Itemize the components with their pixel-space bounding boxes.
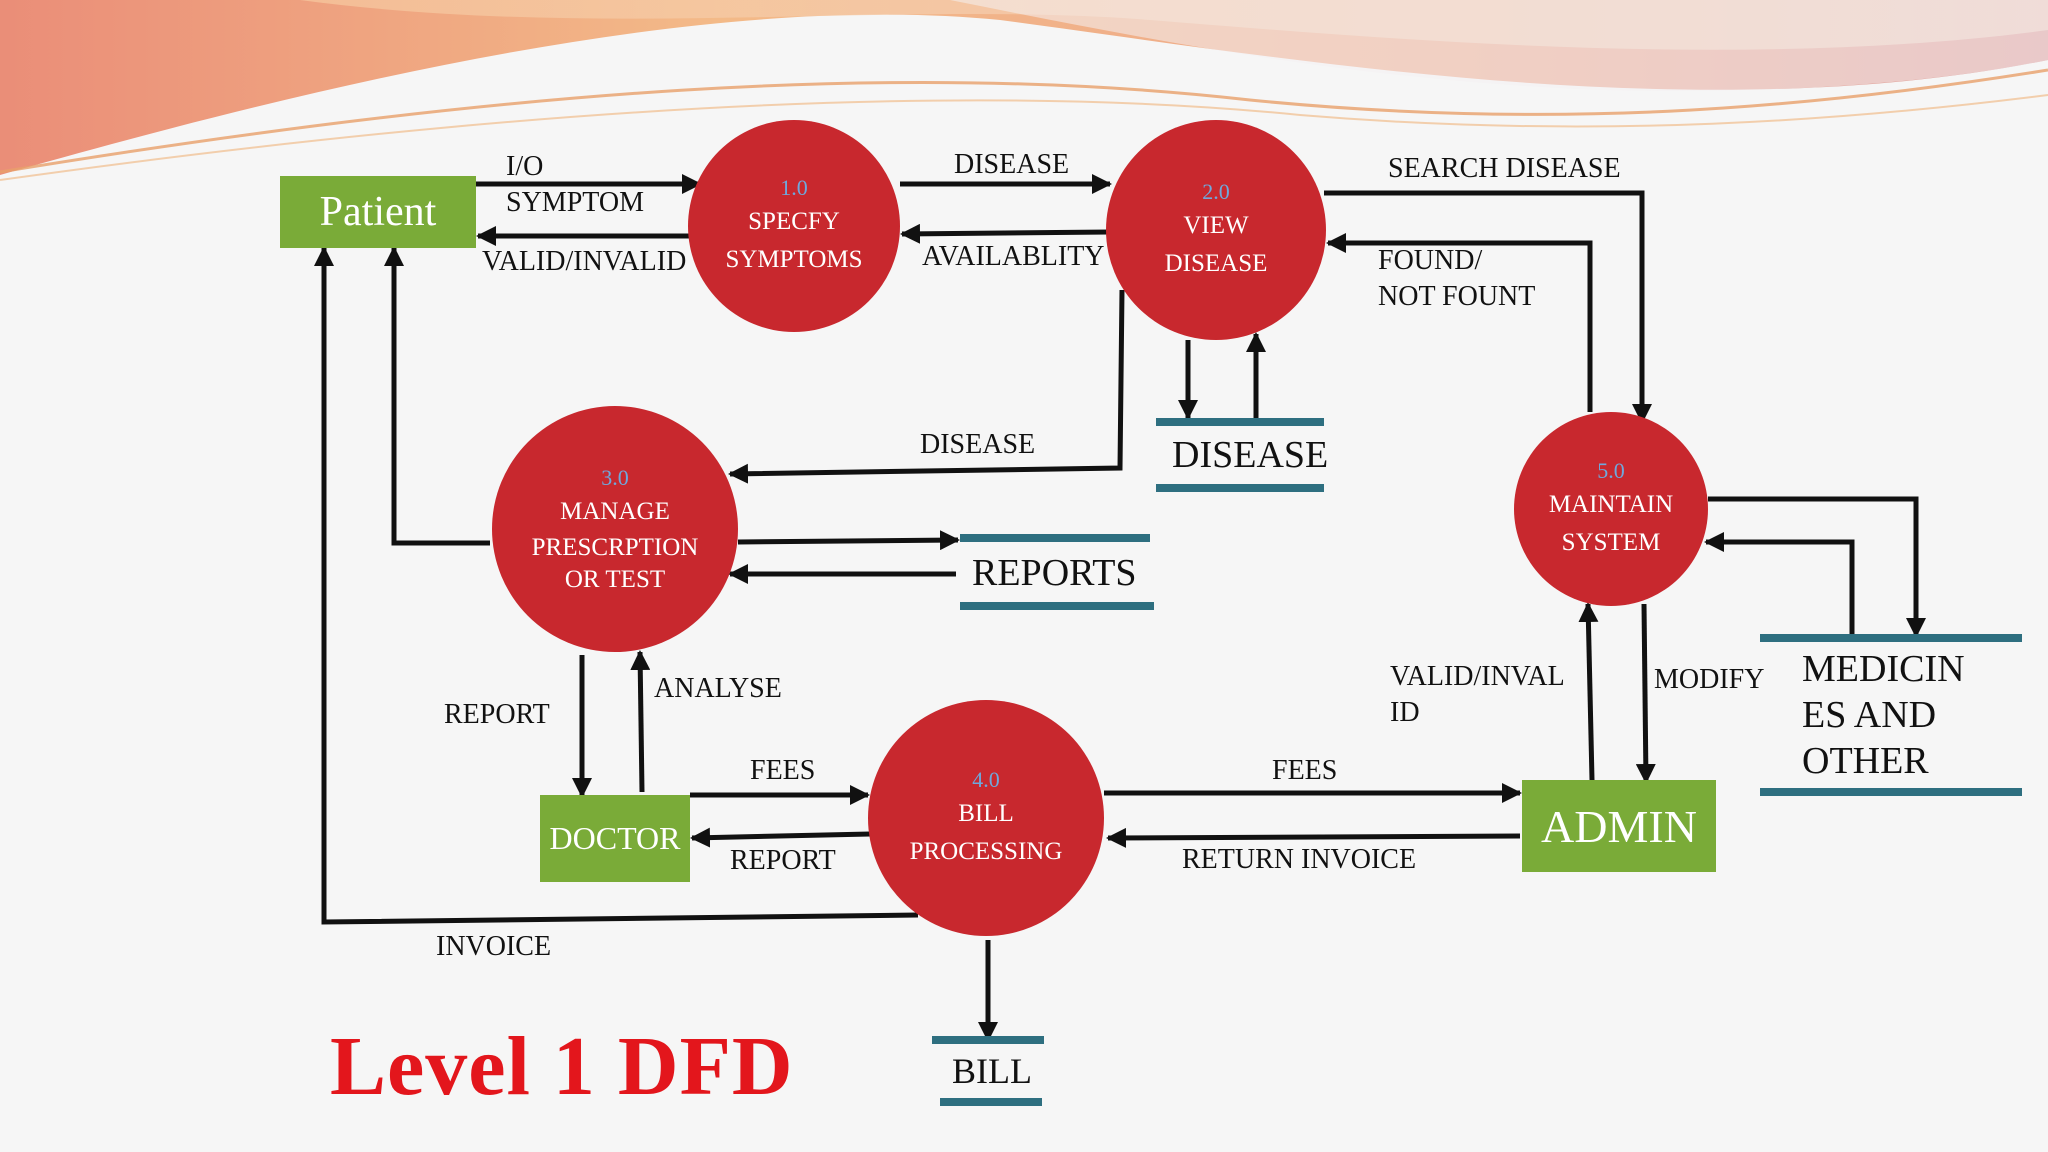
process-2-number: 2.0 [1202, 179, 1230, 204]
page-title: Level 1 DFD [330, 1020, 794, 1113]
flow-label-report-back: REPORT [730, 845, 836, 876]
flow-label-not-fount: NOT FOUNT [1378, 281, 1536, 312]
arrow-invoice [314, 246, 919, 925]
process-1-line-2: SYMPTOMS [725, 246, 863, 273]
store-bill-top-bar [932, 1036, 1044, 1044]
process-5-number: 5.0 [1597, 458, 1625, 483]
process-4-line-2: PROCESSING [909, 838, 1063, 865]
entity-patient-label: Patient [319, 189, 437, 235]
arrow-valid-inval-id [1578, 602, 1599, 781]
entity-admin-label: ADMIN [1541, 800, 1697, 852]
process-5-maintain-system: 5.0 MAINTAIN SYSTEM [1514, 412, 1708, 606]
process-4-number: 4.0 [972, 767, 1000, 792]
store-disease-top-bar [1156, 418, 1324, 426]
process-4-line-1: BILL [958, 800, 1014, 827]
flow-label-valid-inval: VALID/INVAL [1390, 661, 1565, 692]
decorative-banner [0, 0, 2048, 181]
arrow-disease-2-3 [728, 289, 1125, 484]
process-2-line-1: VIEW [1183, 212, 1249, 239]
entity-doctor-label: DOCTOR [549, 820, 681, 856]
store-reports-top-bar [960, 534, 1150, 542]
store-bill-bottom-bar [940, 1098, 1042, 1106]
store-reports-label: REPORTS [972, 552, 1137, 594]
arrow-modify [1635, 603, 1656, 784]
arrow-to-medicines [1708, 496, 1926, 638]
process-5-line-2: SYSTEM [1561, 529, 1661, 556]
arrow-analyse [630, 650, 651, 793]
store-medicines-bottom-bar [1760, 788, 2022, 796]
store-reports-bottom-bar [960, 602, 1154, 610]
store-disease-label: DISEASE [1172, 434, 1329, 476]
process-4-bill-processing: 4.0 BILL PROCESSING [868, 700, 1104, 936]
store-medicines-line-3: OTHER [1802, 740, 1929, 782]
arrow-report-back [690, 827, 871, 848]
process-5-line-1: MAINTAIN [1548, 491, 1674, 518]
store-bill-label: BILL [952, 1051, 1032, 1091]
process-3-number: 3.0 [601, 465, 629, 490]
entity-doctor: DOCTOR [540, 795, 690, 882]
flow-label-disease-1-2: DISEASE [954, 149, 1070, 180]
process-3-line-3: OR TEST [564, 566, 666, 593]
process-3-line-2: PRESCRPTION [531, 534, 699, 561]
process-3-line-1: MANAGE [560, 498, 670, 525]
process-1-number: 1.0 [780, 175, 808, 200]
arrow-to-reports [737, 530, 960, 551]
arrow-from-medicines [1704, 532, 1855, 640]
arrow-return-invoice [1106, 827, 1521, 848]
flow-label-invoice: INVOICE [436, 931, 552, 962]
flow-label-id: ID [1390, 697, 1420, 728]
process-1-specify-symptoms: 1.0 SPECFY SYMPTOMS [688, 120, 900, 332]
flow-label-report-down: REPORT [444, 699, 550, 730]
process-2-line-2: DISEASE [1164, 250, 1268, 277]
flow-label-analyse: ANALYSE [654, 673, 782, 704]
flow-label-availablity: AVAILABLITY [922, 241, 1105, 272]
flow-label-return-invoice: RETURN INVOICE [1182, 844, 1417, 875]
entity-patient: Patient [280, 176, 476, 248]
process-3-manage-prescription: 3.0 MANAGE PRESCRPTION OR TEST [492, 406, 738, 652]
entity-admin: ADMIN [1522, 780, 1716, 872]
flow-label-disease-2-3: DISEASE [920, 429, 1036, 460]
arrow-3-to-patient [384, 246, 490, 546]
store-medicines-top-bar [1760, 634, 2022, 642]
flow-label-fees-doctor: FEES [750, 755, 816, 786]
flow-label-search-disease: SEARCH DISEASE [1388, 153, 1621, 184]
arrow-availablity [900, 223, 1111, 244]
arrow-found-not-fount [1326, 233, 1593, 412]
flow-label-valid-invalid: VALID/INVALID [482, 246, 687, 277]
flow-label-found: FOUND/ [1378, 245, 1483, 276]
store-medicines-line-1: MEDICIN [1802, 648, 1965, 690]
flow-label-fees-admin: FEES [1272, 755, 1338, 786]
flow-label-modify: MODIFY [1654, 664, 1765, 695]
store-medicines-line-2: ES AND [1802, 694, 1937, 736]
store-disease-bottom-bar [1156, 484, 1324, 492]
flow-label-symptom: SYMPTOM [506, 187, 644, 218]
flow-label-io: I/O [506, 151, 544, 182]
arrow-search-disease [1324, 190, 1652, 424]
process-2-view-disease: 2.0 VIEW DISEASE [1106, 120, 1326, 340]
process-1-line-1: SPECFY [748, 208, 840, 235]
